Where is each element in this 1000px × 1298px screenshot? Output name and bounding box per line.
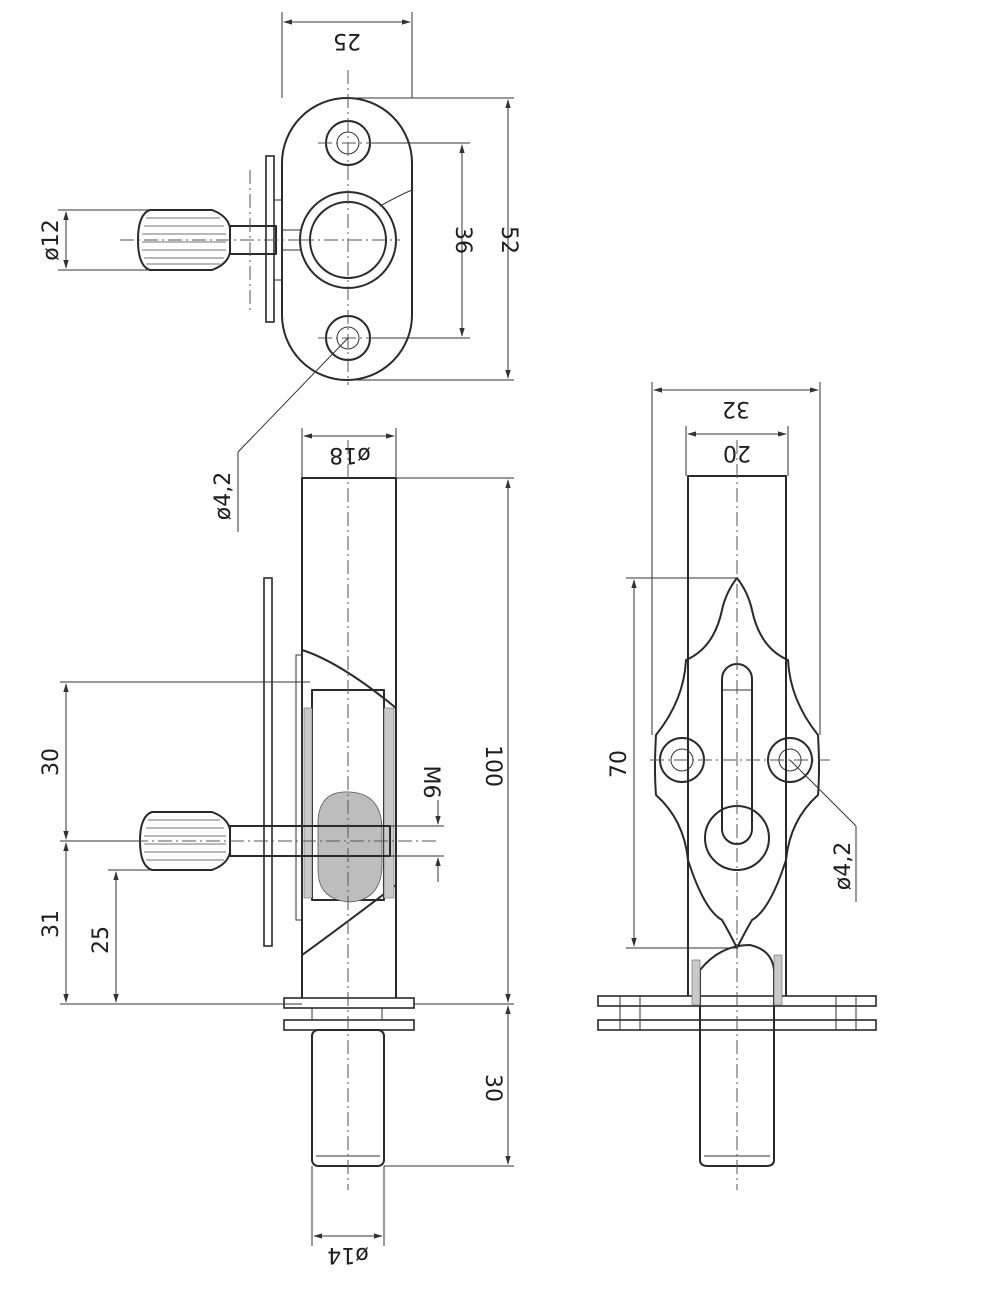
top-view-dimensions: 25 36 52 ø12 ø4,2 [39, 12, 521, 532]
front-view-dimensions: ø18 30 31 25 M6 100 30 ø14 [39, 428, 514, 1267]
dim-hole-diameter-side: ø4,2 [831, 842, 856, 890]
front-washer-lower [283, 1019, 415, 1031]
front-tube [301, 477, 397, 1001]
dim-tube-diameter: ø18 [329, 442, 370, 467]
front-washer-upper [283, 997, 415, 1009]
top-side-plate [265, 155, 275, 323]
dim-pin-to-base: 31 [39, 910, 64, 938]
front-view [110, 440, 440, 1190]
dim-tube-width: 20 [723, 440, 751, 465]
top-knob [137, 209, 231, 271]
dim-overall-length: 100 [480, 745, 505, 787]
dim-thread: M6 [418, 766, 443, 799]
dim-top-width: 25 [333, 28, 361, 53]
front-thread-section [317, 791, 383, 903]
dim-top-height: 52 [496, 226, 521, 254]
side-view-dimensions: 32 20 70 ø4,2 [607, 382, 857, 949]
dim-hole-diameter-top: ø4,2 [211, 472, 236, 520]
dim-pin-to-top: 30 [39, 748, 64, 776]
side-view [597, 440, 877, 1190]
dim-bolt-length: 30 [480, 1074, 505, 1102]
front-knob [139, 811, 231, 871]
dim-plate-width: 32 [722, 396, 750, 421]
front-side-plate [263, 577, 273, 947]
dim-pin-to-base-inner: 25 [89, 926, 114, 954]
top-view [120, 70, 413, 385]
dim-knob-diameter: ø12 [39, 219, 64, 260]
dim-top-holes-spacing: 36 [450, 226, 475, 254]
dim-holes-spacing-side: 70 [607, 750, 632, 778]
dim-bolt-diameter: ø14 [327, 1242, 368, 1267]
